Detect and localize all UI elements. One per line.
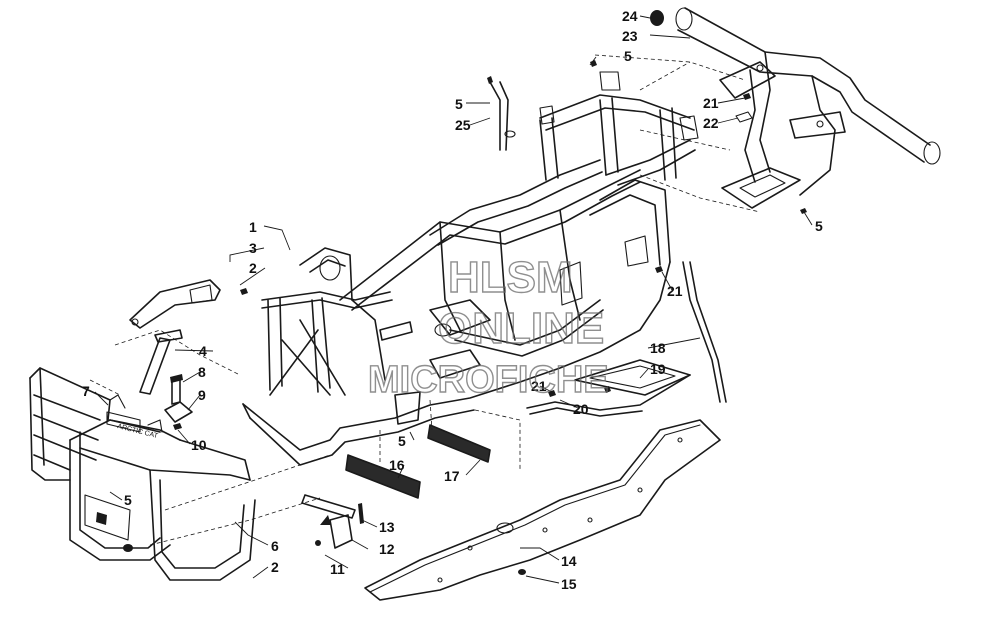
- callout-21-right: 21: [667, 283, 683, 299]
- callout-19: 19: [650, 361, 666, 377]
- callout-25: 25: [455, 117, 471, 133]
- callout-12: 12: [379, 541, 395, 557]
- callout-5-bumper: 5: [124, 492, 132, 508]
- skid-plate: [364, 419, 721, 601]
- skid-parts: [301, 399, 521, 549]
- callout-2-upper: 2: [249, 260, 257, 276]
- callout-9: 9: [198, 387, 206, 403]
- callout-18: 18: [650, 340, 666, 356]
- callout-23: 23: [622, 28, 638, 44]
- callout-5-right: 5: [815, 218, 823, 234]
- front-brackets: [129, 279, 248, 430]
- right-parts: [487, 60, 727, 417]
- callout-11: 11: [330, 561, 345, 577]
- callout-21-rack: 21: [703, 95, 719, 111]
- callout-24: 24: [622, 8, 638, 24]
- callout-10: 10: [191, 437, 207, 453]
- callout-7: 7: [82, 383, 90, 399]
- callout-16: 16: [389, 457, 405, 473]
- callout-8: 8: [198, 364, 206, 380]
- callout-1: 1: [249, 219, 257, 235]
- callout-3: 3: [249, 240, 257, 256]
- callout-4: 4: [199, 343, 207, 359]
- callout-2-lower: 2: [271, 559, 279, 575]
- callout-14: 14: [561, 553, 577, 569]
- watermark-line-3: MICROFICHE: [368, 359, 609, 401]
- callout-13: 13: [379, 519, 395, 535]
- callout-5-upper-left: 5: [455, 96, 463, 112]
- main-frame: [242, 54, 761, 466]
- watermark-line-2: ONLINE: [438, 304, 604, 353]
- callout-20: 20: [573, 401, 589, 417]
- callout-22: 22: [703, 115, 719, 131]
- watermark-line-1: HLSM: [448, 253, 573, 302]
- watermark: HLSM ONLINE MICROFICHE: [367, 252, 609, 401]
- callout-5-center: 5: [398, 433, 406, 449]
- rear-rack: [650, 7, 941, 214]
- callout-5-top: 5: [624, 48, 632, 64]
- callout-15: 15: [561, 576, 577, 592]
- front-bumper: ARCTIC CAT: [29, 329, 331, 581]
- callout-17: 17: [444, 468, 460, 484]
- callout-6: 6: [271, 538, 279, 554]
- callout-21-center: 21: [531, 378, 547, 394]
- leader-lines: [94, 15, 813, 584]
- callout-labels: 1 2 2 3 4 5 5 5 5 5 6 7 8 9 10 11 12 13 …: [82, 8, 823, 592]
